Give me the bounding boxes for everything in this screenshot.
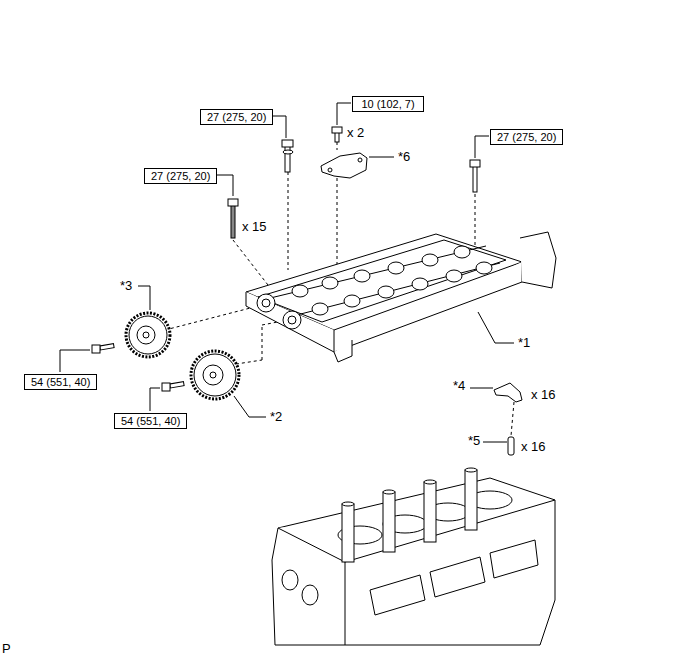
torque-value: 27 (275, 20) [151, 170, 210, 182]
callout-number: *6 [397, 150, 411, 164]
torque-value: 27 (275, 20) [497, 131, 556, 143]
torque-spec-box: 27 (275, 20) [490, 129, 563, 145]
torque-value: 10 (102, 7) [361, 98, 414, 110]
torque-spec-box: 54 (551, 40) [114, 413, 187, 429]
torque-value: 54 (551, 40) [31, 376, 90, 388]
torque-spec-box: 54 (551, 40) [24, 374, 97, 390]
quantity-label: x 2 [346, 126, 365, 140]
callout-number: *5 [467, 434, 481, 448]
torque-spec-box: 27 (275, 20) [200, 109, 273, 125]
quantity-label: x 16 [520, 440, 547, 454]
quantity-label: x 16 [530, 388, 557, 402]
quantity-label: P [1, 642, 12, 656]
callout-number: *3 [119, 279, 133, 293]
torque-value: 27 (275, 20) [207, 111, 266, 123]
torque-value: 54 (551, 40) [121, 415, 180, 427]
callout-number: *4 [452, 379, 466, 393]
quantity-label: x 15 [241, 220, 268, 234]
callout-number: *2 [269, 410, 283, 424]
callout-number: *1 [517, 336, 531, 350]
torque-spec-box: 10 (102, 7) [352, 96, 424, 112]
torque-spec-box: 27 (275, 20) [144, 168, 217, 184]
